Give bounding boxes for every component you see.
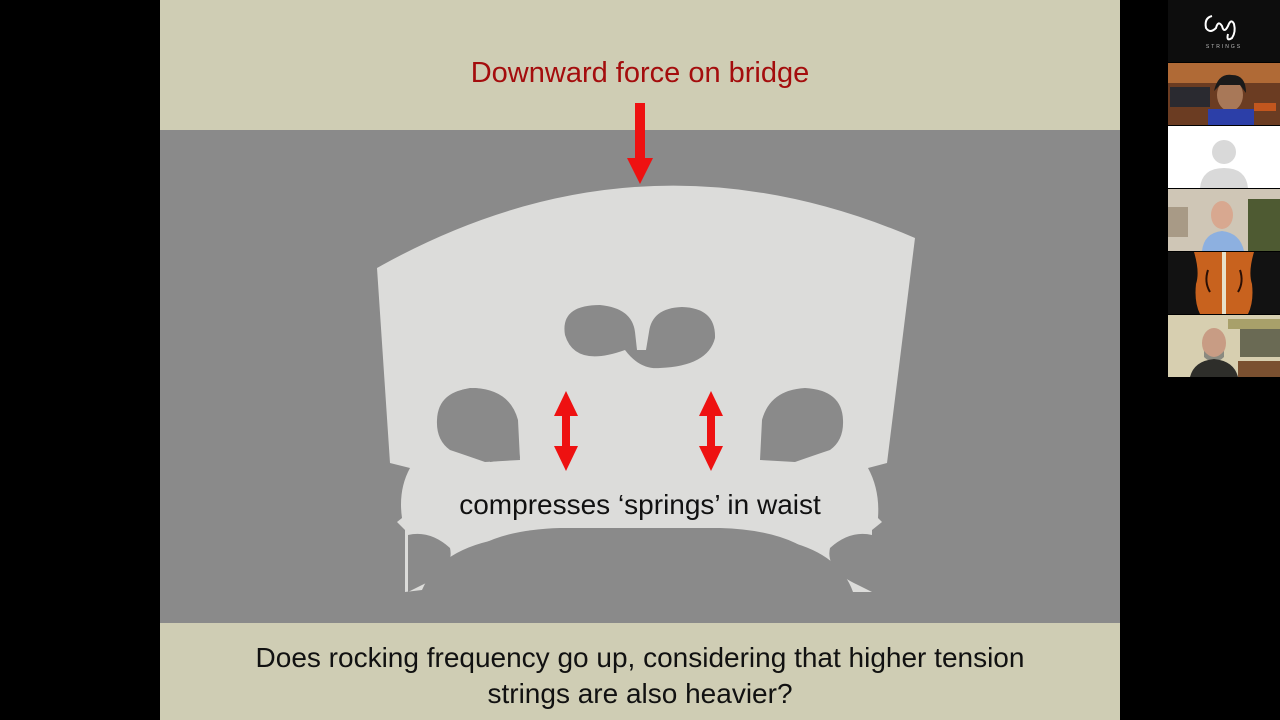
- participant-avatar-tile[interactable]: [1168, 126, 1280, 188]
- waist-label: compresses ‘springs’ in waist: [459, 489, 821, 520]
- downward-force-arrow: [627, 103, 653, 184]
- participant-video-2[interactable]: [1168, 189, 1280, 251]
- logo-tile: STRINGS: [1168, 0, 1280, 62]
- participant-video-1[interactable]: [1168, 63, 1280, 125]
- participant-gallery: STRINGS: [1168, 0, 1280, 377]
- left-spring-double-arrow: [554, 391, 578, 471]
- slide-question: Does rocking frequency go up, considerin…: [160, 640, 1120, 712]
- logo-icon: [1204, 15, 1236, 41]
- slide-question-line-1: Does rocking frequency go up, considerin…: [255, 642, 1025, 673]
- participant-video-3[interactable]: [1168, 315, 1280, 377]
- avatar-placeholder-icon: [1200, 140, 1248, 188]
- cello-video[interactable]: [1168, 252, 1280, 314]
- bridge-feet-arch-cutout: [460, 528, 820, 592]
- bridge-right-foot-cutout: [829, 533, 872, 592]
- bridge-diagram: [377, 103, 915, 593]
- bridge-left-kidney-cutout: [436, 388, 520, 462]
- slide-title: Downward force on bridge: [470, 57, 810, 89]
- bridge-heart-cutout: [564, 305, 716, 369]
- bridge-right-kidney-cutout: [760, 388, 844, 462]
- slide-question-line-2: strings are also heavier?: [487, 678, 793, 709]
- cello-icon: [1194, 252, 1254, 314]
- logo-text: STRINGS: [1205, 44, 1243, 50]
- participant-video-1-frame: [1168, 63, 1280, 125]
- right-spring-double-arrow: [699, 391, 723, 471]
- bridge-left-foot-cutout: [408, 533, 451, 592]
- presentation-slide: Downward force on bridge: [160, 0, 1120, 720]
- violin-bridge-shape: [377, 185, 915, 593]
- participant-video-2-frame: [1168, 189, 1280, 251]
- participant-video-3-frame: [1168, 315, 1280, 377]
